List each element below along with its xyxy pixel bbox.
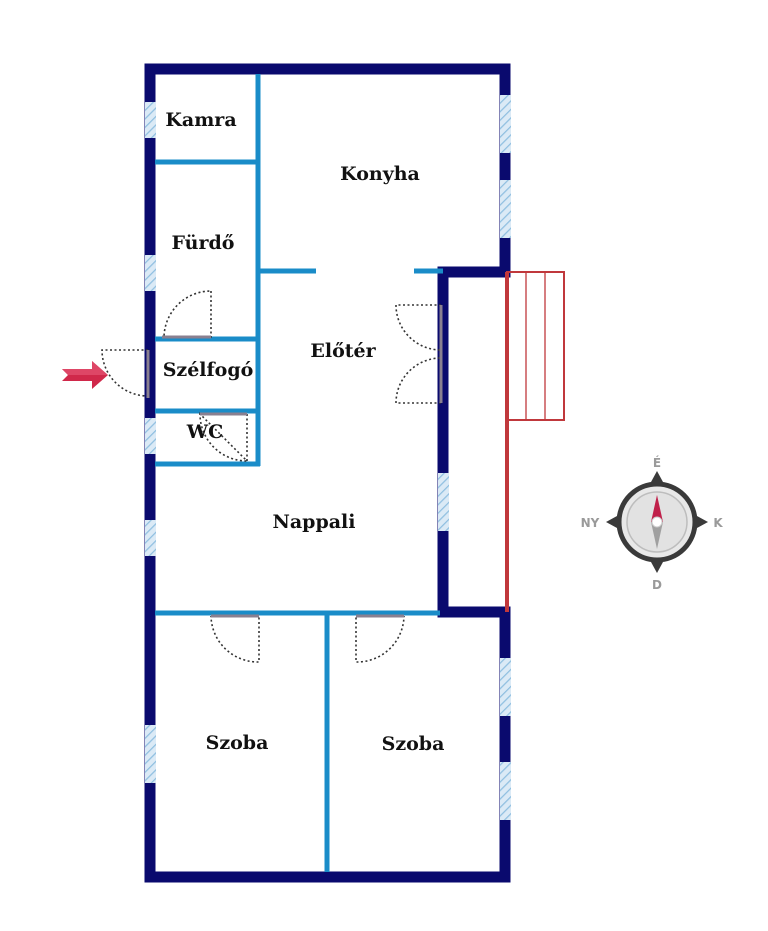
room-label-szoba-left: Szoba <box>206 732 269 754</box>
room-label-szelfogo: Szélfogó <box>163 359 254 381</box>
compass-east-label: K <box>713 516 723 530</box>
room-label-furdo: Fürdő <box>172 232 235 254</box>
compass-south-label: D <box>652 578 662 592</box>
compass-north-label: É <box>653 455 661 470</box>
stairs <box>505 271 565 612</box>
compass-icon <box>606 471 708 573</box>
room-label-kamra: Kamra <box>165 109 236 131</box>
inner-walls <box>155 74 443 872</box>
room-label-nappali: Nappali <box>273 511 356 533</box>
room-label-eloter: Előtér <box>310 340 376 362</box>
compass-west-label: NY <box>581 516 600 530</box>
room-label-wc: WC <box>186 421 223 443</box>
entrance-arrow-icon <box>62 361 108 389</box>
room-label-konyha: Konyha <box>340 163 420 185</box>
room-label-szoba-right: Szoba <box>382 733 445 755</box>
windows <box>145 95 511 820</box>
door-leaves <box>146 305 443 618</box>
